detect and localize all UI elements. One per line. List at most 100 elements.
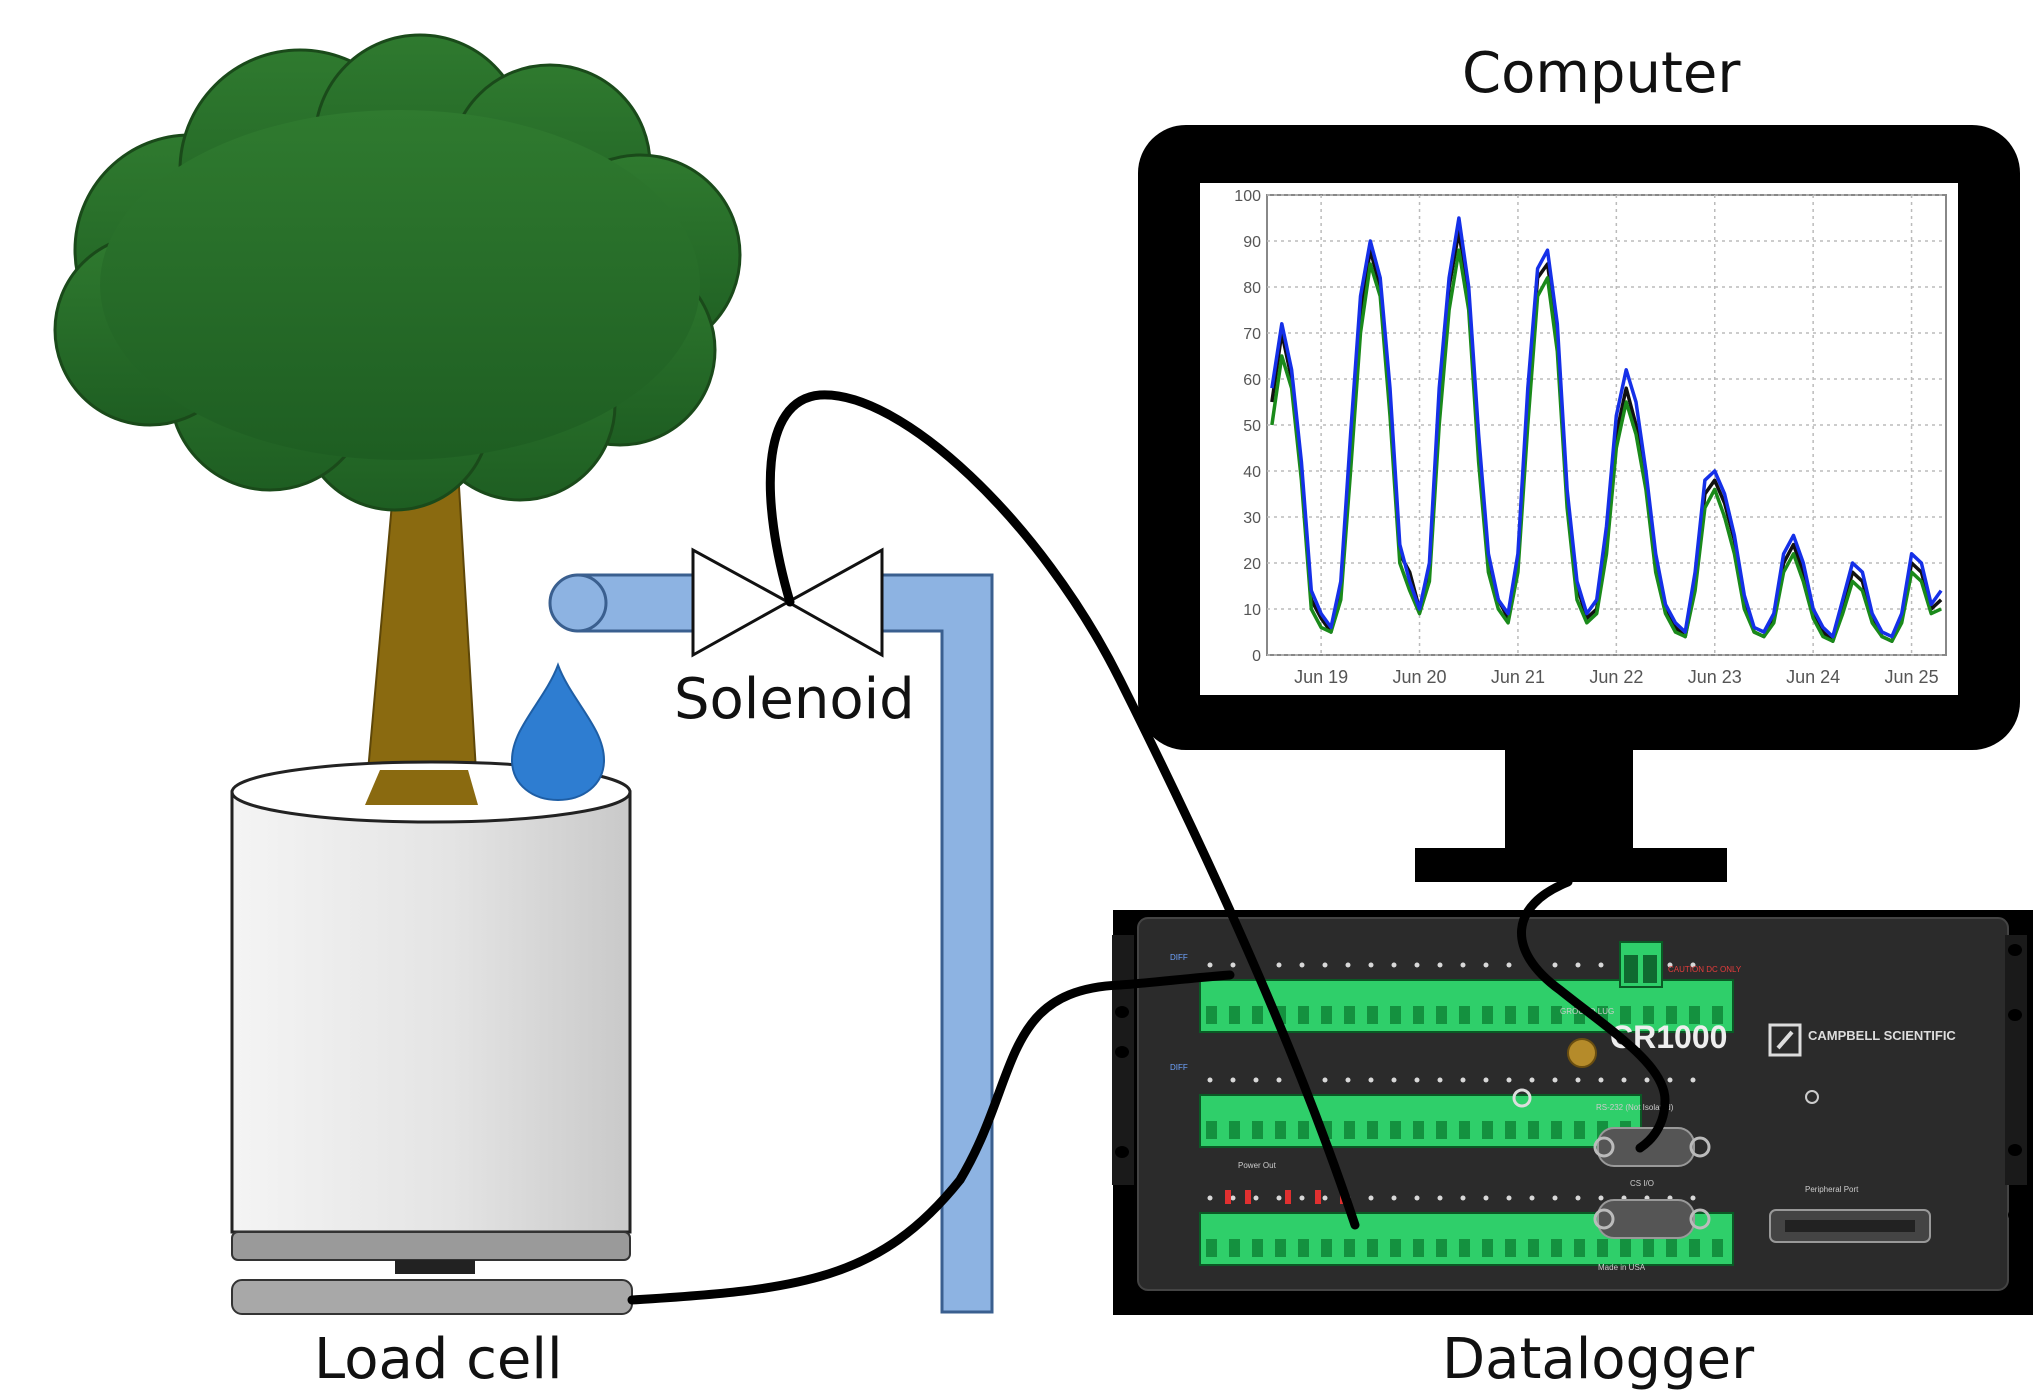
terminal-screw	[1620, 1239, 1631, 1257]
terminal-marking	[1437, 1195, 1443, 1201]
y-tick-label: 20	[1243, 556, 1261, 573]
terminal-screw	[1666, 1239, 1677, 1257]
terminal-screw	[1367, 1121, 1378, 1139]
terminal-strips	[1199, 962, 1734, 1266]
terminal-marking	[1230, 1077, 1236, 1083]
series-line	[1270, 248, 1942, 643]
y-tick-label: 0	[1252, 648, 1261, 665]
terminal-screw	[1528, 1239, 1539, 1257]
terminal-marking	[1529, 1077, 1535, 1083]
terminal-screw	[1206, 1006, 1217, 1024]
terminal-screw	[1459, 1121, 1470, 1139]
diff-label: DIFF	[1170, 953, 1188, 962]
terminal-screw	[1505, 1006, 1516, 1024]
cables	[627, 390, 1670, 1305]
power-out-marker	[1285, 1190, 1291, 1204]
terminal-screw	[1505, 1121, 1516, 1139]
terminal-marking	[1437, 1077, 1443, 1083]
terminal-screw	[1597, 1006, 1608, 1024]
terminal-marking	[1414, 962, 1420, 968]
campbell-logo-icon	[1768, 1023, 1802, 1057]
terminal-screw	[1413, 1006, 1424, 1024]
terminal-marking	[1598, 962, 1604, 968]
terminal-marking	[1368, 1195, 1374, 1201]
x-tick-label: Jun 20	[1393, 667, 1447, 687]
terminal-marking	[1598, 1077, 1604, 1083]
power-out-marker	[1245, 1190, 1251, 1204]
terminal-marking	[1253, 1195, 1259, 1201]
terminal-screw	[1252, 1239, 1263, 1257]
terminal-marking	[1276, 1195, 1282, 1201]
terminal-marking	[1506, 1195, 1512, 1201]
terminal-screw	[1643, 1239, 1654, 1257]
terminal-screw	[1321, 1121, 1332, 1139]
terminal-screw	[1275, 1239, 1286, 1257]
tree-foliage	[53, 33, 742, 512]
terminal-marking	[1460, 1077, 1466, 1083]
status-led	[1512, 1088, 1532, 1108]
x-tick-label: Jun 23	[1688, 667, 1742, 687]
terminal-marking	[1575, 1195, 1581, 1201]
terminal-screw	[1505, 1239, 1516, 1257]
terminal-marking	[1299, 1195, 1305, 1201]
terminal-screw	[1390, 1239, 1401, 1257]
x-tick-label: Jun 21	[1491, 667, 1545, 687]
terminal-screw	[1321, 1006, 1332, 1024]
terminal-marking	[1207, 962, 1213, 968]
terminal-screw	[1390, 1006, 1401, 1024]
terminal-screw	[1620, 1006, 1631, 1024]
brand-label: CAMPBELL SCIENTIFIC	[1808, 1028, 1956, 1043]
terminal-marking	[1230, 1195, 1236, 1201]
terminal-marking	[1690, 962, 1696, 968]
terminal-marking	[1276, 962, 1282, 968]
terminal-marking	[1667, 962, 1673, 968]
terminal-screw	[1344, 1006, 1355, 1024]
terminal-screw	[1459, 1006, 1470, 1024]
terminal-marking	[1207, 1077, 1213, 1083]
terminal-marking	[1621, 1077, 1627, 1083]
terminal-screw	[1574, 1239, 1585, 1257]
water-pipe	[548, 573, 994, 1314]
terminal-marking	[1552, 1077, 1558, 1083]
terminal-screw	[1666, 1006, 1677, 1024]
y-tick-label: 70	[1243, 326, 1261, 343]
y-tick-label: 80	[1243, 280, 1261, 297]
terminal-screw	[1482, 1121, 1493, 1139]
terminal-screw	[1551, 1006, 1562, 1024]
made-in-label: Made in USA	[1598, 1263, 1646, 1272]
terminal-screw	[1275, 1121, 1286, 1139]
terminal-marking	[1506, 1077, 1512, 1083]
terminal-screw	[1206, 1121, 1217, 1139]
terminal-marking	[1253, 1077, 1259, 1083]
rs232-label: RS-232 (Not Isolated)	[1596, 1103, 1674, 1112]
terminal-screw	[1344, 1121, 1355, 1139]
ground-lug	[1567, 1038, 1597, 1068]
terminal-marking	[1368, 1077, 1374, 1083]
datalogger-label: Datalogger	[1442, 1327, 1755, 1392]
terminal-screw	[1597, 1121, 1608, 1139]
plant-pot	[230, 760, 632, 1234]
terminal-marking	[1690, 1077, 1696, 1083]
terminal-screw	[1436, 1006, 1447, 1024]
terminal-marking	[1414, 1077, 1420, 1083]
terminal-marking	[1644, 1077, 1650, 1083]
terminal-screw	[1229, 1121, 1240, 1139]
terminal-marking	[1552, 962, 1558, 968]
x-tick-label: Jun 24	[1786, 667, 1840, 687]
terminal-marking	[1667, 1077, 1673, 1083]
terminal-screw	[1298, 1121, 1309, 1139]
tree	[53, 33, 742, 806]
terminal-screw	[1436, 1239, 1447, 1257]
terminal-marking	[1460, 962, 1466, 968]
terminal-marking	[1575, 962, 1581, 968]
x-tick-label: Jun 19	[1294, 667, 1348, 687]
terminal-marking	[1299, 962, 1305, 968]
terminal-screw	[1551, 1121, 1562, 1139]
terminal-marking	[1552, 1195, 1558, 1201]
terminal-screw	[1689, 1239, 1700, 1257]
terminal-screw	[1229, 1006, 1240, 1024]
terminal-marking	[1483, 1195, 1489, 1201]
solenoid-valve	[691, 547, 884, 658]
terminal-marking	[1483, 962, 1489, 968]
